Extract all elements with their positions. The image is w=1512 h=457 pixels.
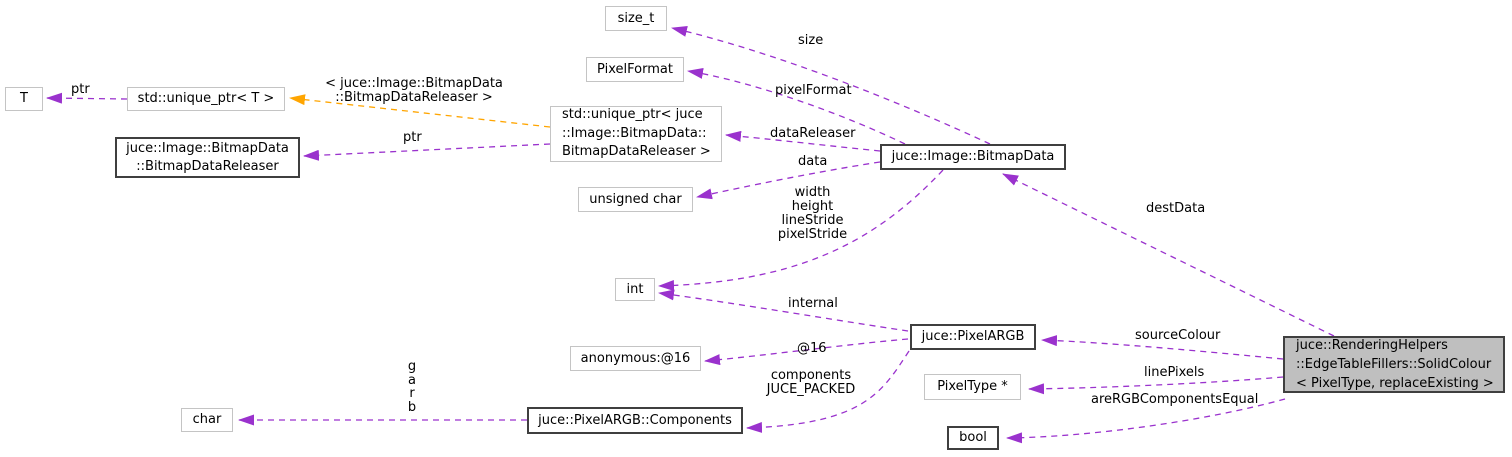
edge-label-sourcecolour: sourceColour [1135, 328, 1221, 343]
edge-data [696, 161, 881, 200]
edge-label-linepixels: linePixels [1144, 365, 1205, 380]
edge-label-pixelformat: pixelFormat [775, 83, 852, 98]
edge-label-internal: internal [788, 296, 838, 311]
edge-pixelformat [687, 68, 906, 145]
edge-label-ptr-t: ptr [71, 82, 90, 97]
node-int: int [615, 278, 655, 301]
edge-label-template-args: < juce::Image::BitmapData ::BitmapDataRe… [325, 76, 503, 105]
node-solidcolour-focus: juce::RenderingHelpers ::EdgeTableFiller… [1283, 336, 1505, 393]
edge-datareleaser [725, 130, 881, 152]
edge-label-garb: g a r b [407, 359, 417, 415]
node-bool[interactable]: bool [947, 426, 999, 450]
edge-label-datareleaser: dataReleaser [770, 126, 856, 141]
edge-internal [658, 289, 909, 332]
edge-label-at16: @16 [797, 341, 827, 356]
edge-ptr-t [46, 92, 128, 104]
node-t: T [5, 87, 43, 111]
node-bitmapdata[interactable]: juce::Image::BitmapData [880, 144, 1066, 170]
edge-ptr-releaser [303, 143, 551, 161]
edge-label-destdata: destData [1146, 201, 1206, 216]
edge-arergb [1006, 398, 1286, 444]
edge-label-strides: width height lineStride pixelStride [777, 185, 848, 242]
edge-label-components: components JUCE_PACKED [766, 368, 856, 397]
edge-components [746, 350, 910, 433]
node-anonymous-16: anonymous:@16 [570, 346, 701, 371]
edge-label-size: size [798, 33, 824, 48]
edge-label-arergb: areRGBComponentsEqual [1091, 392, 1259, 407]
node-pixelformat: PixelFormat [586, 57, 684, 82]
edge-size [671, 26, 991, 145]
edge-label-data: data [798, 154, 828, 169]
node-pixelargb-components[interactable]: juce::PixelARGB::Components [527, 407, 743, 434]
node-bitmapdata-releaser[interactable]: juce::Image::BitmapData ::BitmapDataRele… [115, 137, 300, 178]
edge-strides [658, 169, 944, 292]
edge-sourcecolour [1041, 335, 1284, 360]
edge-destdata [1002, 173, 1335, 337]
node-pixeltype-ptr: PixelType * [924, 374, 1021, 400]
node-pixelargb[interactable]: juce::PixelARGB [910, 324, 1036, 350]
node-size-t: size_t [605, 6, 667, 31]
edge-at16 [704, 338, 909, 366]
edge-label-ptr-releaser: ptr [403, 130, 422, 145]
node-unsigned-char: unsigned char [578, 187, 693, 212]
node-unique-ptr-t: std::unique_ptr< T > [127, 87, 285, 111]
node-char: char [181, 408, 233, 432]
node-unique-ptr-releaser: std::unique_ptr< juce ::Image::BitmapDat… [550, 106, 722, 162]
